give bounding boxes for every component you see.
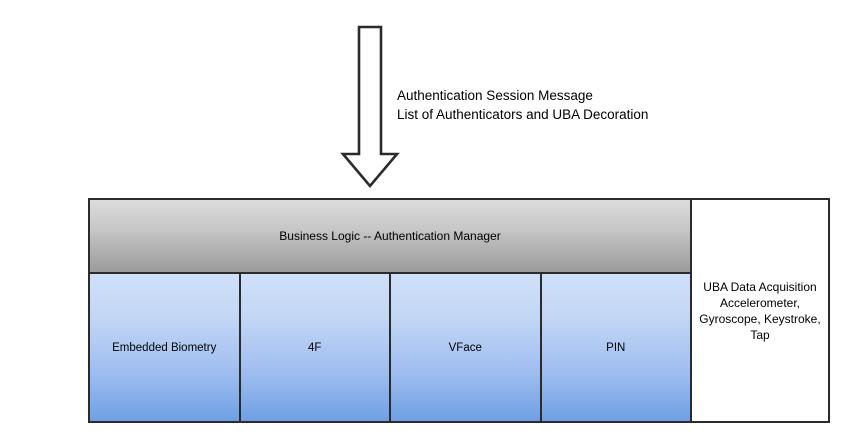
uba-line-3: Gyroscope, Keystroke, [699, 311, 821, 326]
authenticator-box-embedded-biometry: Embedded Biometry [90, 274, 241, 421]
arrow-annotation: Authentication Session Message List of A… [397, 86, 648, 124]
arrow-shape [340, 25, 400, 189]
annotation-line-1: Authentication Session Message [397, 88, 593, 103]
authenticator-label: 4F [308, 341, 322, 354]
business-logic-label: Business Logic -- Authentication Manager [279, 229, 501, 243]
uba-line-2: Accelerometer, [719, 295, 801, 310]
authenticator-box-pin: PIN [541, 274, 690, 421]
authenticators-row: Embedded Biometry 4F VFace PIN [90, 274, 690, 421]
architecture-diagram-frame: Business Logic -- Authentication Manager… [88, 198, 830, 423]
annotation-line-2: List of Authenticators and UBA Decoratio… [397, 107, 649, 122]
uba-line-4: Tap [750, 327, 770, 342]
authenticator-box-4f: 4F [240, 274, 391, 421]
authenticator-box-vface: VFace [391, 274, 542, 421]
authenticator-label: Embedded Biometry [112, 341, 217, 354]
uba-data-acquisition-label: UBA Data Acquisition Accelerometer, Gyro… [699, 279, 820, 343]
authenticator-label: PIN [606, 341, 626, 354]
downward-arrow [340, 24, 402, 190]
authenticator-label: VFace [448, 341, 482, 354]
uba-data-acquisition-box: UBA Data Acquisition Accelerometer, Gyro… [690, 200, 828, 421]
client-stack-column: Business Logic -- Authentication Manager… [90, 200, 690, 421]
business-logic-box: Business Logic -- Authentication Manager [90, 200, 690, 274]
uba-line-1: UBA Data Acquisition [703, 279, 817, 294]
